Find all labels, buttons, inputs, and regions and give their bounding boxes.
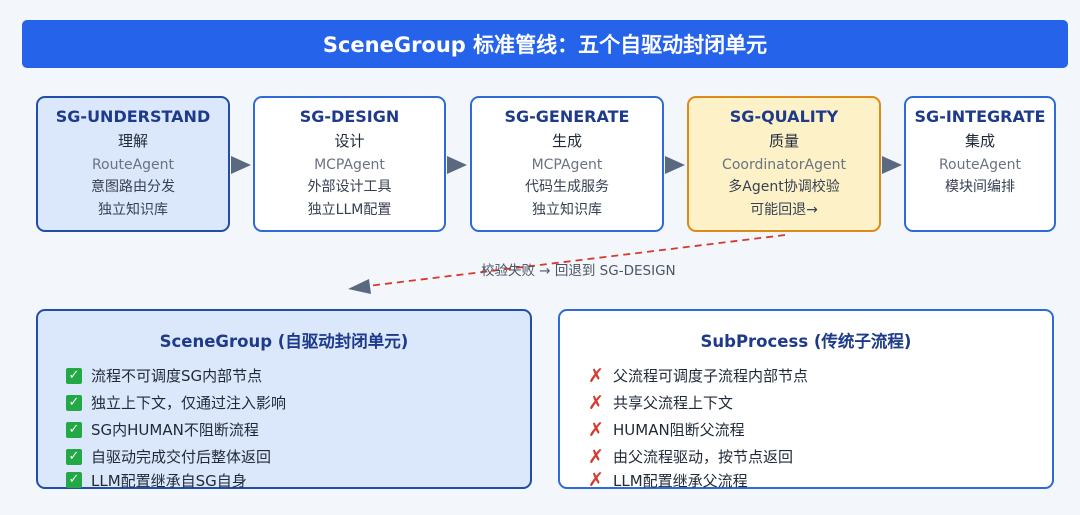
stage-detail-1: 外部设计工具 bbox=[307, 179, 392, 195]
list-item-label: LLM配置继承父流程 bbox=[613, 471, 748, 490]
stage-sg-integrate: SG-INTEGRATE 集成 RouteAgent 模块间编排 bbox=[904, 96, 1056, 232]
stage-sg-design: SG-DESIGN 设计 MCPAgent 外部设计工具 独立LLM配置 bbox=[253, 96, 446, 232]
list-item-label: 共享父流程上下文 bbox=[613, 394, 734, 412]
stage-agent: MCPAgent bbox=[314, 157, 385, 173]
stage-agent: RouteAgent bbox=[91, 157, 175, 173]
fail-back-label: 校验失败 → 回退到 SG-DESIGN bbox=[481, 263, 676, 279]
list-item: ✓ LLM配置继承自SG自身 bbox=[66, 470, 530, 490]
stage-detail-2: 独立知识库 bbox=[98, 202, 168, 218]
cross-icon: ✗ bbox=[588, 469, 604, 491]
stage-label: 集成 bbox=[964, 132, 995, 150]
stage-agent: RouteAgent bbox=[938, 157, 1022, 173]
stage-detail-2: 独立知识库 bbox=[532, 202, 602, 218]
stage-name: SG-INTEGRATE bbox=[914, 107, 1046, 126]
feature-list: ✓ 流程不可调度SG内部节点 ✓ 独立上下文，仅通过注入影响 ✓ SG内HUMAN不阻… bbox=[38, 362, 530, 490]
list-item-label: HUMAN阻断父流程 bbox=[613, 421, 745, 439]
list-item: ✓ 流程不可调度SG内部节点 bbox=[66, 362, 530, 389]
check-icon: ✓ bbox=[66, 448, 82, 465]
flow-arrow-icon bbox=[447, 156, 467, 174]
scenegroup-panel: SceneGroup (自驱动封闭单元) ✓ 流程不可调度SG内部节点 ✓ 独立上下… bbox=[36, 309, 532, 490]
list-item: ✗ 由父流程驱动，按节点返回 bbox=[588, 443, 1052, 470]
list-item: ✗ 共享父流程上下文 bbox=[588, 389, 1052, 416]
list-item: ✗ 父流程可调度子流程内部节点 bbox=[588, 362, 1052, 389]
stage-label: 生成 bbox=[551, 132, 582, 150]
stage-name: SG-QUALITY bbox=[729, 107, 839, 126]
page-title: SceneGroup 标准管线：五个自驱动封闭单元 bbox=[22, 20, 1068, 68]
panel-title: SubProcess (传统子流程) bbox=[700, 332, 912, 351]
stage-sg-understand: SG-UNDERSTAND 理解 RouteAgent 意图路由分发 独立知识库 bbox=[36, 96, 230, 232]
check-icon: ✓ bbox=[66, 394, 82, 411]
subprocess-panel: SubProcess (传统子流程) ✗ 父流程可调度子流程内部节点 ✗ 共享父流程… bbox=[558, 309, 1054, 490]
stage-sg-quality: SG-QUALITY 质量 CoordinatorAgent 多Agent协调校… bbox=[687, 96, 881, 232]
list-item: ✓ 自驱动完成交付后整体返回 bbox=[66, 443, 530, 470]
check-icon: ✓ bbox=[66, 421, 82, 438]
stage-name: SG-UNDERSTAND bbox=[55, 107, 211, 126]
list-item-label: 父流程可调度子流程内部节点 bbox=[613, 367, 809, 385]
flow-arrow-icon bbox=[231, 156, 251, 174]
list-item: ✗ LLM配置继承父流程 bbox=[588, 470, 1052, 490]
check-icon: ✓ bbox=[66, 367, 82, 384]
stage-detail-2: 可能回退→ bbox=[750, 202, 818, 218]
stage-label: 理解 bbox=[117, 132, 148, 150]
stage-label: 设计 bbox=[334, 132, 365, 150]
cross-icon: ✗ bbox=[588, 418, 604, 441]
fail-back-arrowhead-icon bbox=[348, 279, 371, 294]
stage-agent: MCPAgent bbox=[531, 157, 603, 173]
stage-detail-1: 多Agent协调校验 bbox=[728, 179, 840, 195]
cross-icon: ✗ bbox=[588, 445, 604, 468]
stage-name: SG-GENERATE bbox=[504, 107, 630, 126]
list-item: ✗ HUMAN阻断父流程 bbox=[588, 416, 1052, 443]
list-item-label: 由父流程驱动，按节点返回 bbox=[613, 448, 794, 466]
list-item-label: 独立上下文，仅通过注入影响 bbox=[91, 394, 287, 412]
stage-agent: CoordinatorAgent bbox=[722, 157, 846, 173]
stage-label: 质量 bbox=[768, 132, 799, 150]
stage-name: SG-DESIGN bbox=[299, 107, 400, 126]
feature-list: ✗ 父流程可调度子流程内部节点 ✗ 共享父流程上下文 ✗ HUMAN阻断父流程 ✗ 由父… bbox=[560, 362, 1052, 490]
stage-detail-1: 模块间编排 bbox=[945, 179, 1015, 195]
stage-detail-1: 意图路由分发 bbox=[91, 179, 175, 195]
list-item: ✓ 独立上下文，仅通过注入影响 bbox=[66, 389, 530, 416]
list-item-label: LLM配置继承自SG自身 bbox=[91, 471, 247, 490]
cross-icon: ✗ bbox=[588, 364, 604, 387]
stage-detail-1: 代码生成服务 bbox=[525, 179, 609, 195]
list-item-label: 流程不可调度SG内部节点 bbox=[91, 367, 263, 385]
flow-arrow-icon bbox=[665, 156, 685, 174]
stage-sg-generate: SG-GENERATE 生成 MCPAgent 代码生成服务 独立知识库 bbox=[470, 96, 664, 232]
stage-detail-2: 独立LLM配置 bbox=[307, 202, 392, 218]
cross-icon: ✗ bbox=[588, 391, 604, 414]
list-item-label: 自驱动完成交付后整体返回 bbox=[91, 448, 272, 466]
list-item-label: SG内HUMAN不阻断流程 bbox=[91, 421, 259, 439]
list-item: ✓ SG内HUMAN不阻断流程 bbox=[66, 416, 530, 443]
flow-arrow-icon bbox=[882, 156, 902, 174]
panel-title: SceneGroup (自驱动封闭单元) bbox=[159, 332, 409, 351]
check-icon: ✓ bbox=[66, 472, 82, 488]
